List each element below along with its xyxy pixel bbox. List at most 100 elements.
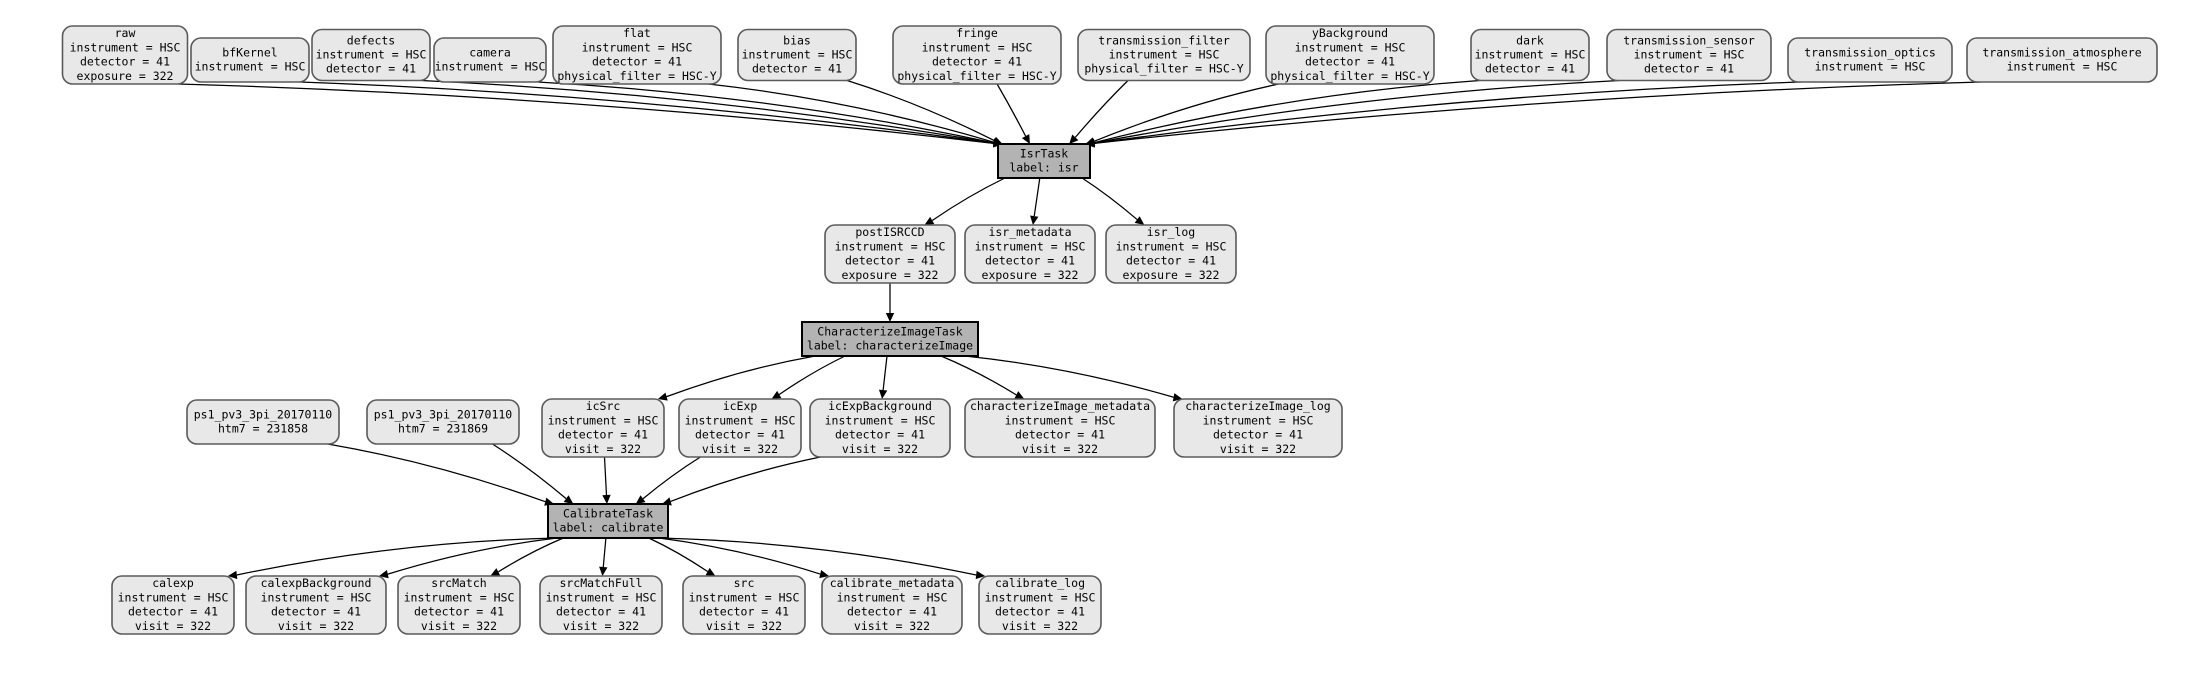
edge-transmission_filter-to-IsrTask bbox=[1074, 80, 1129, 138]
node-dimension: exposure = 322 bbox=[842, 268, 939, 282]
edge-CharacterizeImageTask-to-icExp bbox=[778, 355, 846, 395]
node-shape bbox=[821, 575, 963, 635]
node-dimension: visit = 322 bbox=[278, 619, 354, 633]
node-title: characterizeImage_metadata bbox=[970, 399, 1150, 413]
edge-transmission_sensor-to-IsrTask bbox=[1094, 79, 1620, 144]
arrowhead-postISRCCD bbox=[924, 216, 935, 225]
arrowhead-calibrate_log bbox=[975, 570, 986, 580]
node-dimension: physical_filter = HSC-Y bbox=[1270, 69, 1429, 83]
node-title: defects bbox=[347, 33, 395, 47]
node-dimension: visit = 322 bbox=[421, 619, 497, 633]
edge-ps1_a-to-CalibrateTask bbox=[327, 443, 546, 503]
edge-transmission_atmosphere-to-IsrTask bbox=[1094, 81, 1982, 145]
node-dimension: instrument = HSC bbox=[1634, 48, 1745, 62]
node-shape bbox=[552, 25, 722, 85]
node-dimension: detector = 41 bbox=[845, 254, 935, 268]
node-dimension: instrument = HSC bbox=[835, 239, 946, 253]
node-title: IsrTask bbox=[1020, 146, 1069, 160]
node-dimension: instrument = HSC bbox=[685, 413, 796, 427]
node-dimension: instrument = HSC bbox=[195, 60, 306, 74]
node-dimension: detector = 41 bbox=[1213, 428, 1303, 442]
node-title: isr_metadata bbox=[988, 225, 1071, 239]
edge-IsrTask-to-postISRCCD bbox=[931, 177, 1006, 221]
arrowhead-IsrTask bbox=[1021, 134, 1030, 144]
node-shape bbox=[678, 398, 802, 458]
node-dimension: exposure = 322 bbox=[77, 69, 174, 83]
node-title: icExpBackground bbox=[828, 399, 932, 413]
node-shape bbox=[541, 398, 665, 458]
node-title: calibrate_log bbox=[995, 576, 1085, 590]
node-dimension: detector = 41 bbox=[932, 55, 1022, 69]
node-dimension: detector = 41 bbox=[695, 428, 785, 442]
node-shape bbox=[1966, 37, 2158, 83]
arrowhead-srcMatch bbox=[490, 568, 501, 576]
node-dimension: visit = 322 bbox=[702, 442, 778, 456]
node-shape bbox=[892, 25, 1062, 85]
node-title: flat bbox=[623, 26, 651, 40]
node-dimension: detector = 41 bbox=[847, 605, 937, 619]
node-dimension: instrument = HSC bbox=[118, 590, 229, 604]
edge-icSrc-to-CalibrateTask bbox=[603, 456, 608, 496]
node-dimension: exposure = 322 bbox=[1123, 268, 1220, 282]
node-title: bfKernel bbox=[222, 45, 277, 59]
edge-dark-to-IsrTask bbox=[1094, 79, 1480, 144]
node-dimension: detector = 41 bbox=[558, 428, 648, 442]
node-shape bbox=[245, 575, 387, 635]
node-dimension: instrument = HSC bbox=[985, 590, 1096, 604]
node-dimension: visit = 322 bbox=[1022, 442, 1098, 456]
node-dimension: visit = 322 bbox=[706, 619, 782, 633]
node-dimension: instrument = HSC bbox=[837, 590, 948, 604]
edge-transmission_optics-to-IsrTask bbox=[1094, 81, 1801, 144]
edge-ps1_b-to-CalibrateTask bbox=[492, 443, 567, 500]
node-dimension: instrument = HSC bbox=[1116, 239, 1227, 253]
node-dimension: visit = 322 bbox=[1220, 442, 1296, 456]
node-dimension: visit = 322 bbox=[565, 442, 641, 456]
node-shape bbox=[682, 575, 806, 635]
node-dimension: htm7 = 231858 bbox=[218, 422, 308, 436]
node-title: CalibrateTask bbox=[563, 506, 653, 520]
arrowhead-CalibrateTask bbox=[635, 495, 646, 504]
arrowhead-calibrate_metadata bbox=[819, 569, 829, 579]
node-shape bbox=[1077, 28, 1251, 82]
node-dimension: detector = 41 bbox=[1305, 55, 1395, 69]
arrowhead-CharacterizeImageTask bbox=[885, 313, 895, 322]
arrowhead-IsrTask bbox=[992, 136, 1003, 145]
node-dimension: detector = 41 bbox=[414, 605, 504, 619]
edge-CharacterizeImageTask-to-characterizeImage_log bbox=[964, 355, 1174, 398]
